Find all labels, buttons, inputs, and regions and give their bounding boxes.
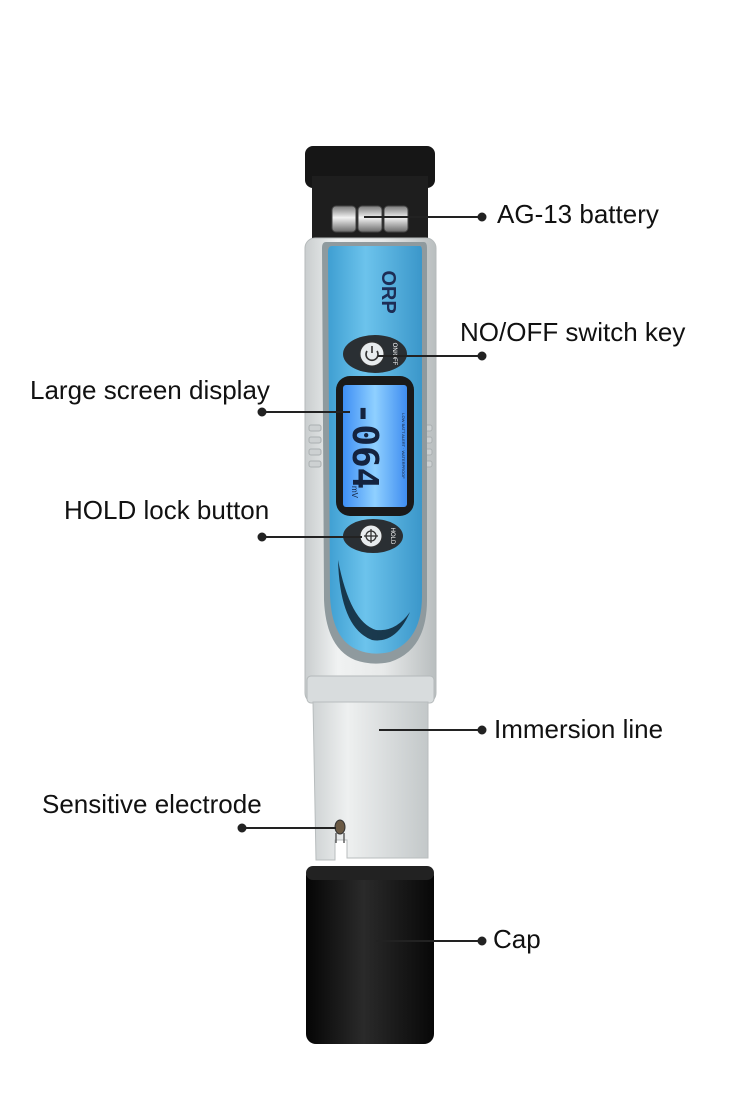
brand-label: ORP [377,270,399,313]
cap-rim [306,866,434,880]
battery-cell [331,205,357,233]
lcd-display: -064 mV LOW BATT ALERT · WATERPROOF [336,376,414,516]
leader-dot-hold [257,532,267,542]
face-panel-swoosh [338,560,410,641]
power-icon [365,346,379,362]
sensitive-electrode [334,819,346,835]
leader-dot-electrode [237,823,247,833]
power-key[interactable]: ON/OFF [343,335,407,373]
battery-compartment [305,146,435,246]
lcd-unit: mV [350,486,359,499]
lcd-footer-text: LOW BATT ALERT · WATERPROOF [401,413,406,479]
battery-cell [357,205,383,233]
side-grip-left [308,424,322,468]
hold-key-label: HOLD [389,528,395,545]
electrode-pins [335,833,345,843]
leader-dot-immersion [477,725,487,735]
ag13-batteries [331,205,409,233]
callout-immersion-line: Immersion line [494,714,664,744]
cap-body [306,866,434,1044]
leader-lines [237,212,487,946]
callout-battery: AG-13 battery [497,199,659,229]
leader-dot-display [257,407,267,417]
leader-dot-battery [477,212,487,222]
power-key-cap[interactable] [359,341,385,367]
callout-switch-key: NO/OFF switch key [460,317,686,347]
power-key-label: ON/OFF [391,343,397,366]
electrode-sleeve [312,701,429,861]
crosshair-icon [364,529,378,543]
hold-key[interactable]: HOLD [343,519,403,553]
electrode-housing [312,701,429,861]
callout-hold-button: HOLD lock button [64,495,270,525]
lcd-reading: -064 [344,403,385,490]
protective-cap [306,866,434,1044]
battery-cell [383,205,409,233]
body-collar [306,675,435,704]
lcd-screen [343,385,407,507]
callout-display: Large screen display [30,375,270,405]
meter-body: ORP ON/OFF -064 mV LOW BATT ALERT · WATE… [304,237,437,704]
leader-dot-cap [477,936,487,946]
leader-dot-switch [477,351,487,361]
callout-electrode: Sensitive electrode [42,789,262,819]
callout-cap: Cap [493,924,541,954]
